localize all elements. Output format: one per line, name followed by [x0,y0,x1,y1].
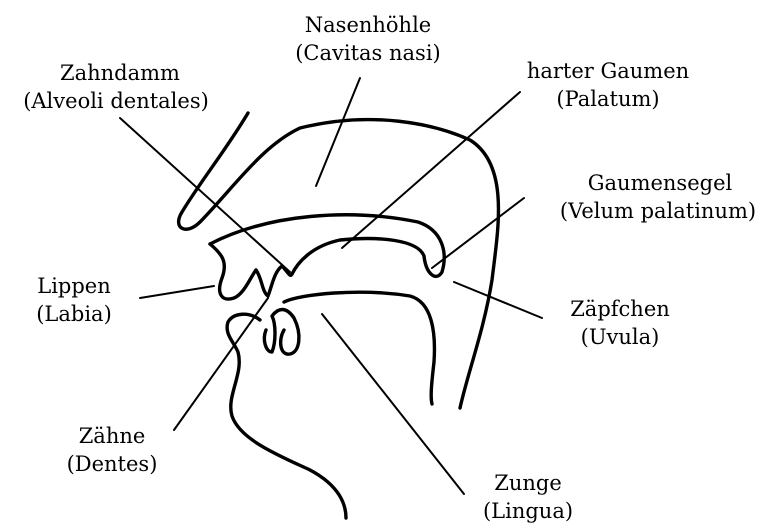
leader-lines [120,78,542,494]
chin-outline [227,314,346,518]
upper-teeth-outline [256,266,292,296]
label-uvula-line2: (Uvula) [581,325,660,349]
label-alveolar-ridge-line2: (Alveoli dentales) [23,89,209,113]
label-alveolar-ridge: Zahndamm (Alveoli dentales) [23,61,209,113]
label-tongue: Zunge (Lingua) [483,471,573,523]
label-uvula: Zäpfchen (Uvula) [570,297,670,349]
lower-teeth-outline [264,310,299,355]
leader-teeth [174,298,268,430]
tongue-outline [284,292,434,404]
label-teeth: Zähne (Dentes) [67,424,158,476]
label-nasal-cavity: Nasenhöhle (Cavitas nasi) [295,13,441,65]
label-alveolar-ridge-line1: Zahndamm [60,61,180,85]
leader-uvula [454,282,542,318]
upper-lip-outline [210,244,256,299]
label-hard-palate: harter Gaumen (Palatum) [527,59,689,111]
label-nasal-cavity-line1: Nasenhöhle [305,13,431,37]
leader-nasal-cavity [316,78,360,186]
leader-lips [140,286,214,298]
leader-alveolar-ridge [120,118,290,272]
label-lips-line1: Lippen [37,274,111,298]
label-soft-palate-line1: Gaumensegel [588,171,733,195]
label-soft-palate-line2: (Velum palatinum) [560,199,756,223]
leader-soft-palate [432,198,524,268]
label-teeth-line2: (Dentes) [67,452,158,476]
nose-outline [179,113,499,408]
label-tongue-line2: (Lingua) [483,499,573,523]
label-tongue-line1: Zunge [494,471,562,495]
anatomy-outlines [179,113,499,518]
label-nasal-cavity-line2: (Cavitas nasi) [295,41,441,65]
label-hard-palate-line1: harter Gaumen [527,59,689,83]
label-lips-line2: (Labia) [36,302,112,326]
label-lips: Lippen (Labia) [36,274,112,326]
label-teeth-line1: Zähne [79,424,146,448]
palate-outline [210,215,444,277]
leader-tongue [322,314,464,494]
label-hard-palate-line2: (Palatum) [556,87,659,111]
label-soft-palate: Gaumensegel (Velum palatinum) [560,171,756,223]
label-uvula-line1: Zäpfchen [570,297,670,321]
